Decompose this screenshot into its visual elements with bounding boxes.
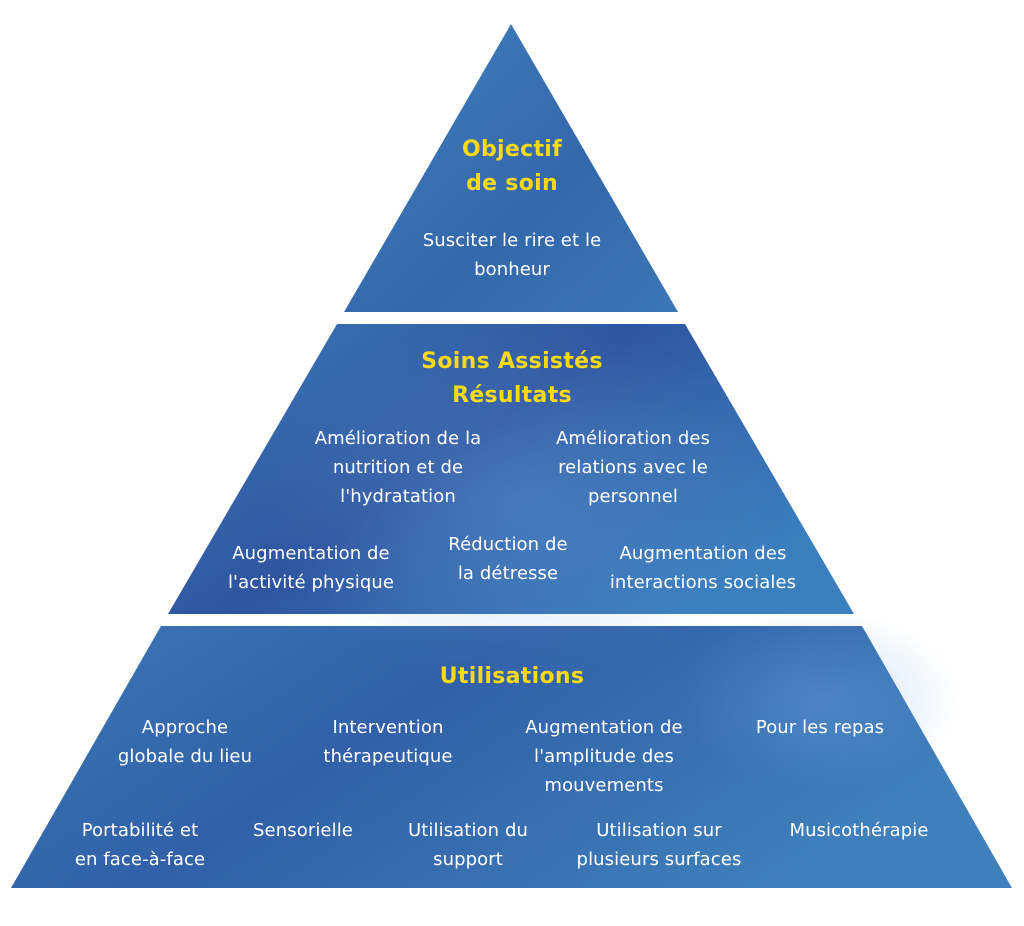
bottom-tier-item: Musicothérapie bbox=[789, 820, 929, 841]
bottom-tier-item: Utilisation du support bbox=[407, 820, 529, 870]
bottom-tier-item: Intervention thérapeutique bbox=[323, 717, 453, 767]
bottom-tier-title: Utilisations bbox=[439, 664, 585, 689]
middle-tier-item: Augmentation des interactions sociales bbox=[609, 543, 797, 593]
bottom-tier-item: Portabilité et en face-à-face bbox=[74, 820, 206, 870]
top-tier-item: Susciter le rire et le bonheur bbox=[422, 230, 602, 280]
middle-tier-title: Soins Assistés Résultats bbox=[421, 349, 603, 408]
tier-top bbox=[344, 24, 678, 312]
background-glow bbox=[260, 320, 780, 680]
background-glow-right bbox=[680, 610, 960, 790]
bottom-tier-item: Augmentation de l'amplitude des mouvemen… bbox=[525, 717, 683, 796]
bottom-tier-item: Utilisation sur plusieurs surfaces bbox=[576, 820, 742, 870]
middle-tier-item: Amélioration des relations avec le perso… bbox=[555, 428, 711, 507]
middle-tier-item: Réduction de la détresse bbox=[448, 534, 568, 584]
middle-tier-item: Augmentation de l'activité physique bbox=[227, 543, 395, 593]
bottom-tier-item: Approche globale du lieu bbox=[117, 717, 253, 767]
middle-tier-item: Amélioration de la nutrition et de l'hyd… bbox=[314, 428, 482, 507]
bottom-tier-item: Pour les repas bbox=[755, 717, 885, 738]
top-tier-title: Objectif de soin bbox=[462, 137, 562, 196]
bottom-tier-item: Sensorielle bbox=[253, 820, 353, 841]
